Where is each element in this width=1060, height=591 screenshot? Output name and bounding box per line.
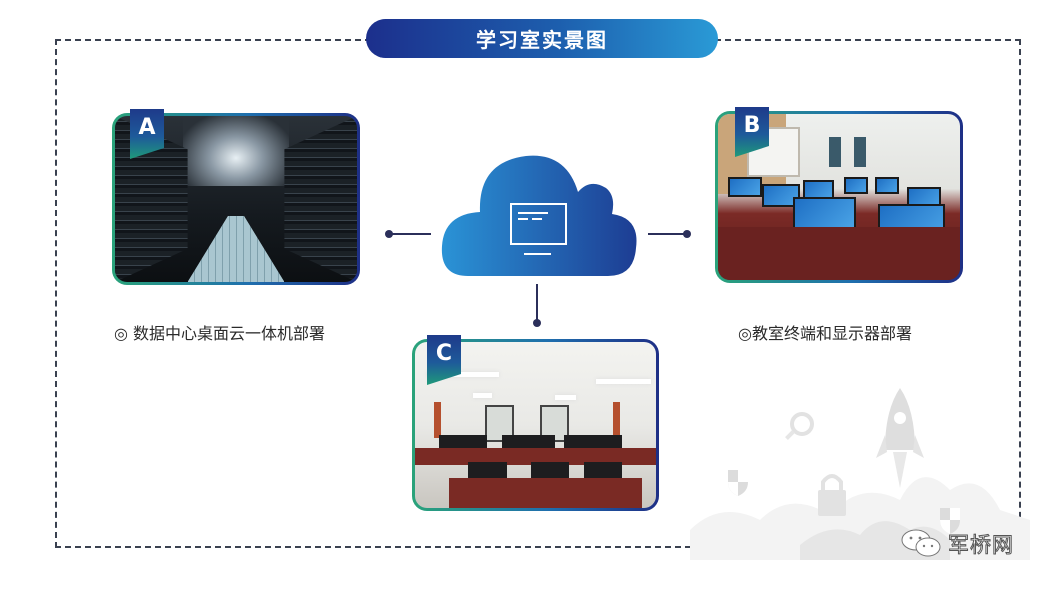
cloud-icon bbox=[441, 155, 637, 276]
photo-card-c: C bbox=[412, 335, 659, 511]
rocket-illustration bbox=[690, 388, 1030, 560]
photo-card-a: A bbox=[112, 109, 360, 285]
connector-dot-a bbox=[385, 230, 393, 238]
shield-icon bbox=[940, 508, 960, 534]
search-plus-icon bbox=[785, 412, 814, 440]
connector-line-c bbox=[536, 284, 538, 322]
rocket-icon bbox=[876, 388, 924, 488]
connector-dot-b bbox=[683, 230, 691, 238]
watermark-text: 军桥网 bbox=[948, 533, 1014, 558]
connector-line-b bbox=[648, 233, 686, 235]
wechat-icon bbox=[901, 529, 941, 557]
connector-line-a bbox=[391, 233, 431, 235]
shield-icon bbox=[728, 470, 748, 496]
monitor-icon bbox=[510, 203, 567, 255]
lock-icon bbox=[818, 474, 846, 516]
caption-b: ◎教室终端和显示器部署 bbox=[738, 324, 912, 343]
classroom-terminals-photo bbox=[718, 114, 960, 280]
page-title: 学习室实景图 bbox=[366, 19, 718, 58]
caption-a: ◎ 数据中心桌面云一体机部署 bbox=[114, 324, 326, 343]
connector-dot-c bbox=[533, 319, 541, 327]
badge-b: B bbox=[735, 107, 769, 157]
server-room-photo bbox=[115, 116, 357, 282]
watermark: 军桥网 bbox=[900, 528, 1014, 560]
photo-card-b: B bbox=[715, 107, 963, 283]
